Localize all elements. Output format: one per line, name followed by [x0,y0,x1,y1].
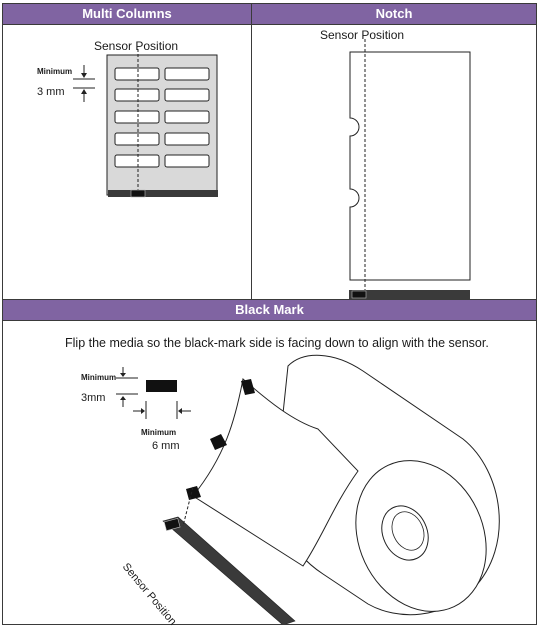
header-notch-label: Notch [375,6,413,21]
notch-cell: Sensor Position [252,25,536,299]
sensor-bar [162,516,296,624]
black-mark [186,486,201,500]
label-item [164,132,210,146]
header-black-mark-label: Black Mark [235,302,304,317]
media-sensor-table: Multi Columns Notch Black Mark [2,3,537,628]
black-mark-cell: Flip the media so the black-mark side is… [3,321,536,628]
label-item [114,154,160,168]
label-item [114,110,160,124]
black-mark-gap-value: 3mm [81,392,106,404]
header-notch: Notch [252,4,536,24]
label-item [114,132,160,146]
multi-columns-minimum-label: Minimum [37,67,73,76]
multi-columns-diagram [73,49,218,198]
black-mark-minimum-label-2: Minimum [141,428,177,437]
multi-columns-gap-value: 3 mm [37,86,65,98]
sensor-window [163,517,181,532]
column-divider [251,4,252,300]
label-item [164,110,210,124]
sensor-bar [349,290,470,299]
black-mark-minimum-label-1: Minimum [81,373,117,382]
label-item [164,67,210,81]
header-multi-columns: Multi Columns [3,4,251,24]
row-divider-top [3,24,536,25]
multi-columns-sensor-label: Sensor Position [94,39,179,53]
unrolled-media [192,378,359,567]
sensor-window [130,189,146,198]
label-item [114,67,160,81]
black-mark [210,434,227,450]
label-grid [114,67,210,168]
notched-media [349,51,471,281]
black-mark-diagram [116,354,500,624]
multi-columns-cell: Sensor Position Minimum 3 mm [3,25,251,299]
row-divider-middle [3,299,536,300]
sensor-bar [108,190,218,197]
sensor-window [351,290,367,299]
notch-sensor-label: Sensor Position [320,28,405,42]
black-mark-sample [146,380,177,392]
black-mark [241,379,255,395]
header-black-mark: Black Mark [3,300,536,320]
label-item [114,88,160,102]
row-divider-bottom [3,320,536,321]
label-item [164,88,210,102]
black-mark-width-value: 6 mm [152,440,180,452]
label-item [164,154,210,168]
header-multi-columns-label: Multi Columns [82,6,172,21]
black-mark-instruction: Flip the media so the black-mark side is… [65,336,489,350]
notch-diagram [349,39,471,299]
sensor-position-line [182,486,194,527]
